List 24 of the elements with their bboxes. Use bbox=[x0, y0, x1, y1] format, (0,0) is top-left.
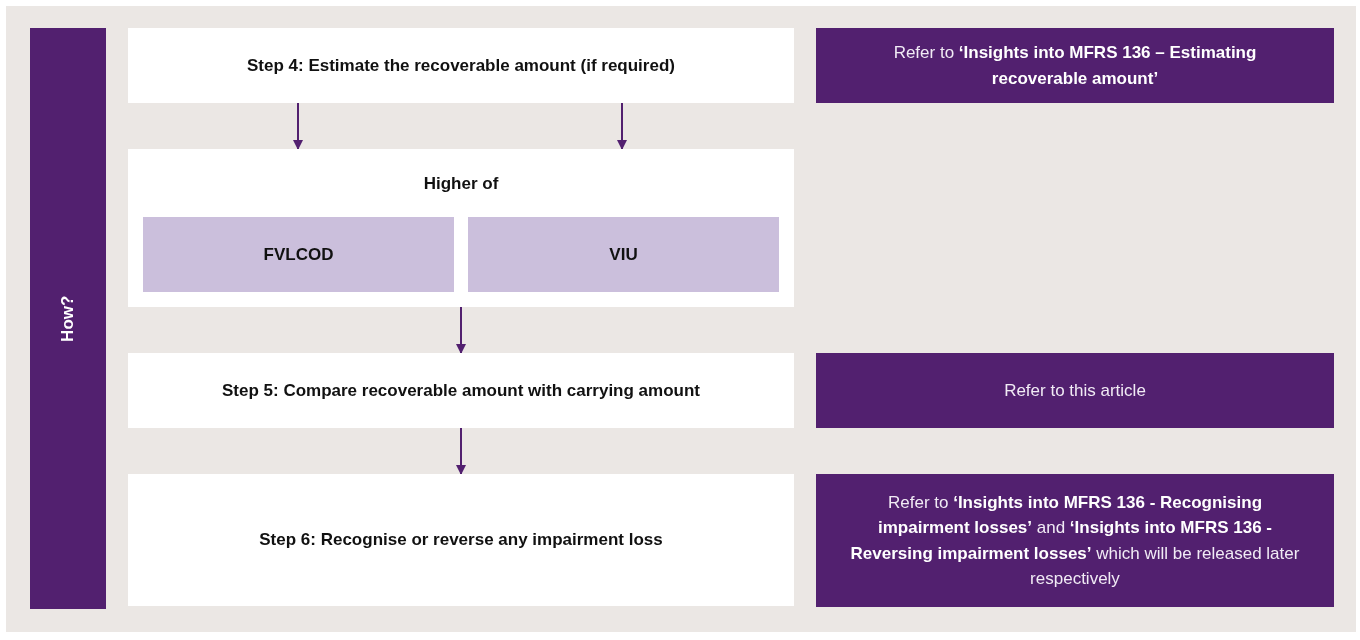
reference-box bbox=[816, 353, 1334, 428]
step-box bbox=[128, 28, 794, 103]
section-band bbox=[30, 28, 106, 609]
arrow bbox=[456, 427, 466, 475]
reference-box bbox=[816, 28, 1334, 103]
arrow bbox=[617, 102, 627, 150]
arrow bbox=[456, 306, 466, 354]
step-label: FVLCOD bbox=[263, 243, 334, 266]
option-box bbox=[468, 217, 779, 292]
reference-note: Refer to ‘Insights into MFRS 136 – Estimating recoverable amount’ bbox=[892, 42, 1258, 90]
step-label: VIU bbox=[609, 243, 638, 266]
step-box bbox=[128, 149, 794, 307]
step-label: Step 6: Recognise or reverse any impairment loss bbox=[259, 529, 663, 552]
step-label: Step 4: Estimate the recoverable amount (if required) bbox=[247, 54, 675, 77]
reference-note: Refer to ‘Insights into MFRS 136 - Recognising impairment losses’ and ‘Insights into MFRS 136 - Reversing impairment losses’ which will be released later respectively bbox=[849, 491, 1301, 590]
step-box bbox=[128, 474, 794, 606]
section-label: How? bbox=[57, 295, 79, 342]
reference-note: Refer to this article bbox=[1004, 379, 1146, 402]
arrow bbox=[293, 102, 303, 150]
option-box bbox=[143, 217, 454, 292]
step-label: Step 5: Compare recoverable amount with carrying amount bbox=[222, 379, 700, 402]
step-box bbox=[128, 353, 794, 428]
reference-box bbox=[816, 474, 1334, 607]
step-label: Higher of bbox=[423, 173, 499, 195]
